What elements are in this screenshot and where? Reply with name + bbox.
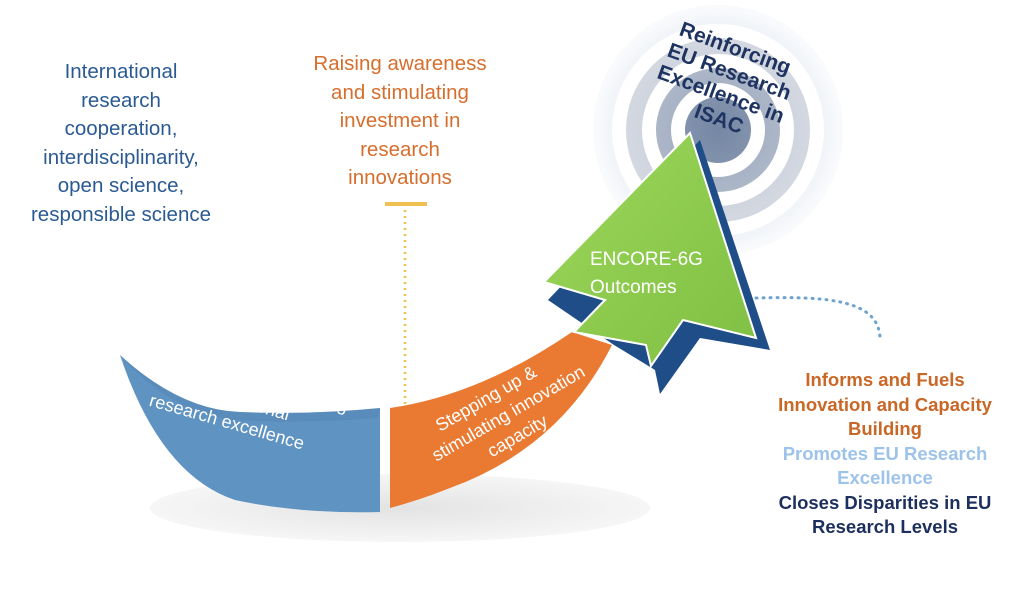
arrow-label: ENCORE-6G Outcomes: [590, 249, 703, 298]
top-note: Raising awareness and stimulating invest…: [313, 52, 487, 189]
effects-list: Informs and Fuels Innovation and Capacit…: [752, 368, 1018, 540]
left-note: International research cooperation, inte…: [30, 60, 212, 226]
effect-informs: Informs and Fuels Innovation and Capacit…: [778, 369, 992, 439]
effect-promotes: Promotes EU Research Excellence: [782, 442, 988, 489]
effect-closes: Closes Disparities in EU Research Levels: [778, 491, 992, 538]
outcomes-arrow[interactable]: [542, 131, 758, 369]
effects-connector: [754, 296, 882, 344]
stage-2-segment[interactable]: [390, 332, 612, 508]
stage-1-segment[interactable]: [120, 355, 380, 513]
